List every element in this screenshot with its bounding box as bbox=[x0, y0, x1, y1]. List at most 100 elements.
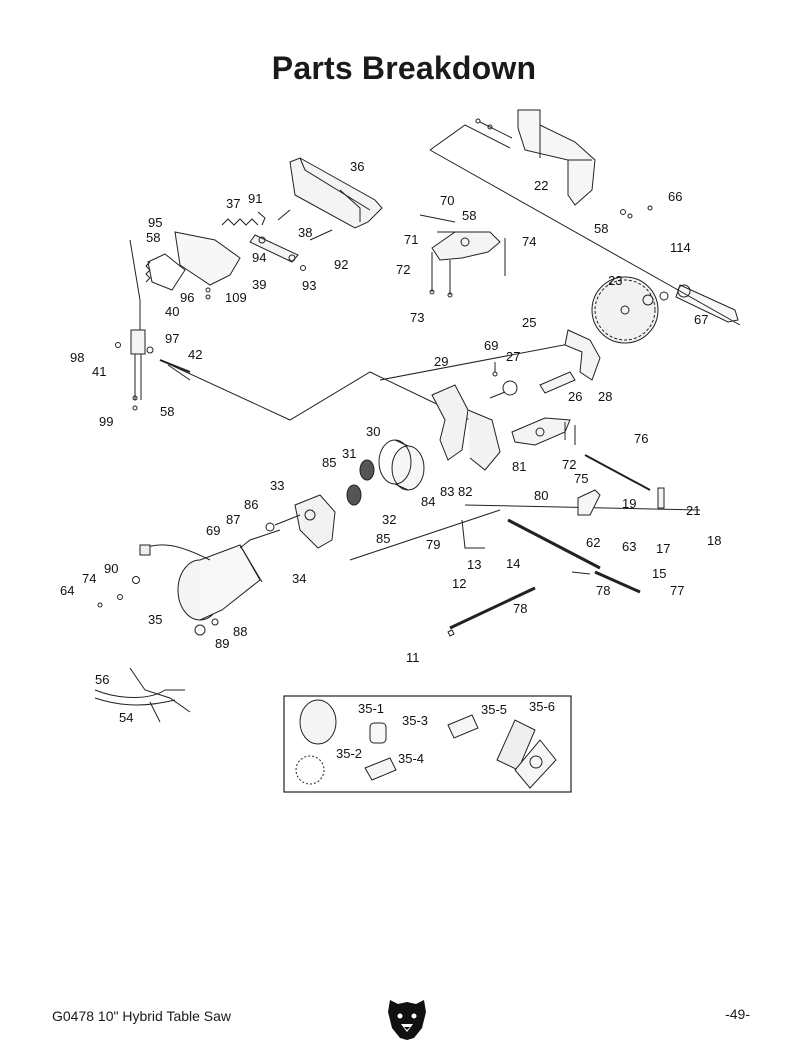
callout-30: 30 bbox=[366, 424, 380, 439]
callout-83: 83 bbox=[440, 484, 454, 499]
callout-72-b: 72 bbox=[562, 457, 576, 472]
callout-64: 64 bbox=[60, 583, 74, 598]
callout-73: 73 bbox=[410, 310, 424, 325]
callout-74-b: 74 bbox=[82, 571, 96, 586]
rear-bracket-part bbox=[475, 109, 653, 219]
callout-58-b: 58 bbox=[462, 208, 476, 223]
callout-58-c: 58 bbox=[594, 221, 608, 236]
saw-blade-part bbox=[591, 276, 669, 344]
callout-32: 32 bbox=[382, 512, 396, 527]
callout-92: 92 bbox=[334, 257, 348, 272]
footer-page-number: -49- bbox=[725, 1006, 750, 1022]
pulley-part bbox=[346, 459, 375, 506]
callout-79: 79 bbox=[426, 537, 440, 552]
callout-87: 87 bbox=[226, 512, 240, 527]
callout-70: 70 bbox=[440, 193, 454, 208]
callout-63: 63 bbox=[622, 539, 636, 554]
callout-80: 80 bbox=[534, 488, 548, 503]
callout-58-a: 58 bbox=[146, 230, 160, 245]
callout-71: 71 bbox=[404, 232, 418, 247]
callout-54: 54 bbox=[119, 710, 133, 725]
callout-14: 14 bbox=[506, 556, 520, 571]
callout-35-2: 35-2 bbox=[336, 746, 362, 761]
callout-66: 66 bbox=[668, 189, 682, 204]
callout-85-b: 85 bbox=[376, 531, 390, 546]
wiring-harness-part bbox=[94, 667, 191, 723]
callout-33: 33 bbox=[270, 478, 284, 493]
callout-69-a: 69 bbox=[484, 338, 498, 353]
blade-guard-part bbox=[289, 157, 383, 229]
callout-12: 12 bbox=[452, 576, 466, 591]
callout-36: 36 bbox=[350, 159, 364, 174]
callout-21: 21 bbox=[686, 503, 700, 518]
callout-93: 93 bbox=[302, 278, 316, 293]
callout-94: 94 bbox=[252, 250, 266, 265]
callout-88: 88 bbox=[233, 624, 247, 639]
riving-knife-assembly bbox=[145, 209, 333, 300]
callout-17: 17 bbox=[656, 541, 670, 556]
support-post-part bbox=[115, 329, 191, 411]
callout-13: 13 bbox=[467, 557, 481, 572]
callout-31: 31 bbox=[342, 446, 356, 461]
motor-components-inset bbox=[283, 695, 572, 793]
callout-38: 38 bbox=[298, 225, 312, 240]
callout-62: 62 bbox=[586, 535, 600, 550]
shaft-parts bbox=[447, 454, 665, 637]
callout-35-1: 35-1 bbox=[358, 701, 384, 716]
callout-114: 114 bbox=[670, 240, 691, 255]
callout-82: 82 bbox=[458, 484, 472, 499]
callout-29: 29 bbox=[434, 354, 448, 369]
callout-39: 39 bbox=[252, 277, 266, 292]
callout-35-4: 35-4 bbox=[398, 751, 424, 766]
belt-drum-part bbox=[378, 439, 425, 491]
callout-97: 97 bbox=[165, 331, 179, 346]
callout-42: 42 bbox=[188, 347, 202, 362]
callout-86: 86 bbox=[244, 497, 258, 512]
callout-90: 90 bbox=[104, 561, 118, 576]
callout-99: 99 bbox=[99, 414, 113, 429]
callout-75: 75 bbox=[574, 471, 588, 486]
callout-74-a: 74 bbox=[522, 234, 536, 249]
callout-28: 28 bbox=[598, 389, 612, 404]
callout-41: 41 bbox=[92, 364, 106, 379]
footer-model: G0478 10" Hybrid Table Saw bbox=[52, 1008, 232, 1024]
callout-37: 37 bbox=[226, 196, 240, 211]
callout-81: 81 bbox=[512, 459, 526, 474]
arbor-bracket-part bbox=[431, 329, 601, 471]
callout-109: 109 bbox=[225, 290, 247, 305]
callout-35: 35 bbox=[148, 612, 162, 627]
callout-69-b: 69 bbox=[206, 523, 220, 538]
callout-27: 27 bbox=[506, 349, 520, 364]
callout-34: 34 bbox=[292, 571, 306, 586]
callout-58-d: 58 bbox=[160, 404, 174, 419]
callout-67: 67 bbox=[694, 312, 708, 327]
callout-40: 40 bbox=[165, 304, 179, 319]
callout-23: 23 bbox=[608, 273, 622, 288]
callout-76: 76 bbox=[634, 431, 648, 446]
callout-19: 19 bbox=[622, 496, 636, 511]
callout-15: 15 bbox=[652, 566, 666, 581]
motor-part bbox=[97, 529, 281, 636]
callout-89: 89 bbox=[215, 636, 229, 651]
callout-11: 11 bbox=[406, 650, 420, 665]
callout-84: 84 bbox=[421, 494, 435, 509]
grizzly-bear-logo-icon bbox=[388, 1000, 426, 1040]
motor-mount-part bbox=[265, 494, 336, 549]
callout-26: 26 bbox=[568, 389, 582, 404]
inset-motor-parts bbox=[295, 699, 557, 789]
callout-35-3: 35-3 bbox=[402, 713, 428, 728]
callout-18: 18 bbox=[707, 533, 721, 548]
callout-85-a: 85 bbox=[322, 455, 336, 470]
callout-35-6: 35-6 bbox=[529, 699, 555, 714]
callout-22: 22 bbox=[534, 178, 548, 193]
rear-trunnion-part bbox=[511, 417, 576, 446]
callout-35-5: 35-5 bbox=[481, 702, 507, 717]
page-title: Parts Breakdown bbox=[271, 50, 537, 86]
callout-98: 98 bbox=[70, 350, 84, 365]
callout-25: 25 bbox=[522, 315, 536, 330]
callout-96: 96 bbox=[180, 290, 194, 305]
callout-78-a: 78 bbox=[596, 583, 610, 598]
callout-91: 91 bbox=[248, 191, 262, 206]
trunnion-bracket-part bbox=[419, 214, 506, 298]
